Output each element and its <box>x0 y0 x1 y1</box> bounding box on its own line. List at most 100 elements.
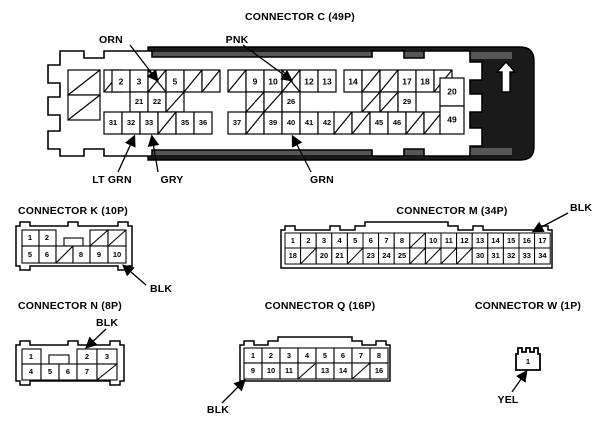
pin-n-1: 1 <box>29 352 33 361</box>
pin-c-46: 46 <box>393 118 401 127</box>
pin-q-6: 6 <box>341 351 345 360</box>
pin-c-5: 5 <box>173 76 178 86</box>
connector-c-row1-left <box>103 69 221 93</box>
pin-c-10: 10 <box>268 76 278 86</box>
pin-k-5: 5 <box>28 250 32 259</box>
connector-w-group: CONNECTOR W (1P) 1 YEL <box>475 300 581 406</box>
connector-k-blk-label: BLK <box>150 283 172 295</box>
pin-n-4: 4 <box>29 367 34 376</box>
connector-q-cells <box>243 347 389 380</box>
pin-m-4: 4 <box>338 236 343 245</box>
pin-k-1: 1 <box>28 233 32 242</box>
pin-m-33: 33 <box>523 251 531 260</box>
pin-c-9: 9 <box>253 76 258 86</box>
connector-q-title: CONNECTOR Q (16P) <box>265 300 376 312</box>
pin-w-1: 1 <box>526 357 530 366</box>
connector-k-title: CONNECTOR K (10P) <box>18 205 128 217</box>
pin-m-18: 18 <box>289 251 297 260</box>
pin-c-12: 12 <box>304 76 314 86</box>
connector-n-callout-leader <box>85 328 107 349</box>
connector-m-callout-leader <box>531 212 569 233</box>
connector-w-title: CONNECTOR W (1P) <box>475 300 581 312</box>
pin-c-20: 20 <box>447 86 457 96</box>
pin-m-25: 25 <box>398 251 406 260</box>
pin-m-8: 8 <box>400 236 404 245</box>
connector-c-group: CONNECTOR C (49P) 2 3 <box>47 11 535 186</box>
connector-n-blk-label: BLK <box>96 317 118 329</box>
connector-m-title: CONNECTOR M (34P) <box>396 205 507 217</box>
pin-q-9: 9 <box>251 366 255 375</box>
pin-q-8: 8 <box>377 351 381 360</box>
pin-n-2: 2 <box>85 352 89 361</box>
pin-k-9: 9 <box>97 250 101 259</box>
connector-w-yel-label: YEL <box>497 394 518 406</box>
connector-q-group: CONNECTOR Q (16P) 1 2 3 4 5 6 7 8 9 10 <box>207 300 391 416</box>
connector-c-row1-right <box>343 69 453 93</box>
pin-m-10: 10 <box>429 236 437 245</box>
pin-m-1: 1 <box>291 236 295 245</box>
pin-q-7: 7 <box>359 351 363 360</box>
pin-c-41: 41 <box>305 118 313 127</box>
connector-c-row2-mid <box>245 91 301 113</box>
pin-c-3: 3 <box>137 76 142 86</box>
pin-m-3: 3 <box>322 236 326 245</box>
pin-k-8: 8 <box>79 250 83 259</box>
pin-m-13: 13 <box>476 236 484 245</box>
pin-q-1: 1 <box>251 351 255 360</box>
pin-c-29: 29 <box>403 97 411 106</box>
pin-c-42: 42 <box>323 118 331 127</box>
connector-c-tall-cells <box>439 77 465 135</box>
pin-n-7: 7 <box>85 367 89 376</box>
pin-m-14: 14 <box>491 236 500 245</box>
connector-m-group: CONNECTOR M (34P) <box>280 202 592 269</box>
pin-m-15: 15 <box>507 236 515 245</box>
pin-m-34: 34 <box>538 251 547 260</box>
connector-c-title: CONNECTOR C (49P) <box>245 11 355 23</box>
pin-c-40: 40 <box>287 118 295 127</box>
connector-k-callout-leader <box>122 264 147 286</box>
connector-m-blk-label: BLK <box>570 202 592 214</box>
pin-q-11: 11 <box>285 366 293 375</box>
pin-m-7: 7 <box>384 236 388 245</box>
connector-w-housing <box>515 347 541 371</box>
pin-m-23: 23 <box>367 251 375 260</box>
pin-q-5: 5 <box>323 351 327 360</box>
pin-m-12: 12 <box>460 236 468 245</box>
connector-n-cells <box>21 348 118 381</box>
pin-c-35: 35 <box>181 118 189 127</box>
orientation-up-arrow-icon <box>495 60 517 93</box>
pin-m-17: 17 <box>538 236 546 245</box>
pin-c-45: 45 <box>375 118 383 127</box>
pin-c-37: 37 <box>233 118 241 127</box>
pin-m-5: 5 <box>353 236 357 245</box>
callout-ltgrn-label: LT GRN <box>92 174 132 186</box>
pin-m-20: 20 <box>320 251 328 260</box>
pin-c-32: 32 <box>127 118 135 127</box>
connector-n-title: CONNECTOR N (8P) <box>18 300 122 312</box>
pin-q-4: 4 <box>305 351 310 360</box>
pin-c-2: 2 <box>119 76 124 86</box>
connector-c-row1-mid <box>227 69 337 93</box>
pin-k-10: 10 <box>113 250 121 259</box>
pin-c-49: 49 <box>447 114 457 124</box>
pin-q-16: 16 <box>375 366 383 375</box>
pin-c-31: 31 <box>109 118 117 127</box>
connector-q-callout-leader <box>221 379 246 404</box>
callout-pnk-label: PNK <box>226 34 249 46</box>
pin-q-13: 13 <box>321 366 329 375</box>
connector-c-row2-right <box>361 91 417 113</box>
pin-c-26: 26 <box>287 97 295 106</box>
connector-c-row3-right <box>333 111 443 135</box>
pin-c-36: 36 <box>199 118 207 127</box>
connector-w-callout-leader <box>511 369 528 393</box>
pin-c-18: 18 <box>420 76 430 86</box>
pin-c-14: 14 <box>348 76 358 86</box>
pin-m-2: 2 <box>306 236 310 245</box>
connector-c-left-blank-cells <box>67 69 101 121</box>
pin-m-21: 21 <box>335 251 343 260</box>
callout-gry-label: GRY <box>161 174 184 186</box>
pin-c-22: 22 <box>153 97 161 106</box>
pin-q-14: 14 <box>339 366 348 375</box>
connector-k-group: CONNECTOR K (10P) 1 2 5 6 8 9 10 BLK <box>15 205 172 295</box>
